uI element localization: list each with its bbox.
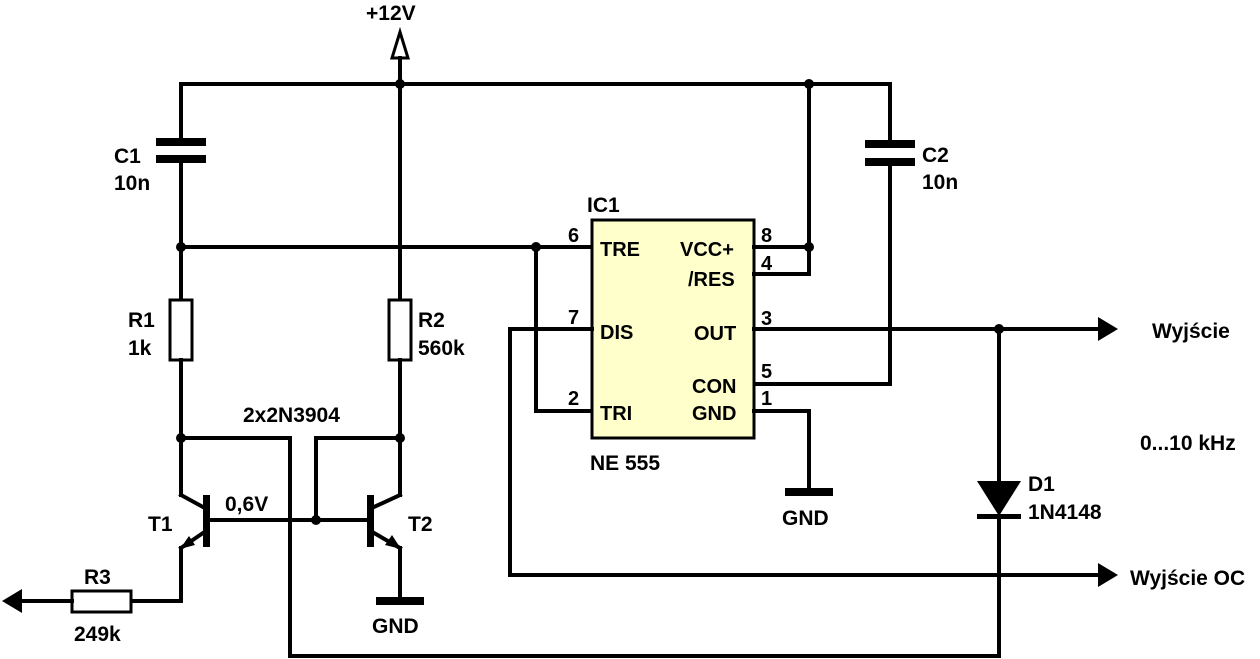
pin-res-num: 4 <box>761 253 773 275</box>
c1-value: 10n <box>114 172 150 195</box>
t1-ref: T1 <box>148 513 173 536</box>
c2-ref: C2 <box>922 144 949 167</box>
output-label: Wyjście <box>1152 320 1230 343</box>
resistor-r1 <box>168 298 194 497</box>
junction-dot <box>804 242 814 252</box>
oc-output-wiring <box>508 327 1118 587</box>
output-arrow-icon <box>1098 317 1118 341</box>
emitter-arrow-icon <box>385 535 401 549</box>
d1-ref: D1 <box>1028 473 1055 496</box>
junction-dot <box>176 242 186 252</box>
pin-tri-name: TRI <box>600 403 632 425</box>
supply-wiring <box>179 26 892 302</box>
ic-ne555 <box>590 218 756 440</box>
r1-value: 1k <box>128 337 152 360</box>
pin-vcc-name: VCC+ <box>680 239 734 261</box>
ic-ref: IC1 <box>587 194 620 217</box>
transistor-pair-wiring <box>176 433 1001 658</box>
ic-body <box>590 218 756 440</box>
supply-arrow-icon <box>389 26 411 60</box>
pin-con-name: CON <box>692 376 736 398</box>
resistor-r3 <box>2 589 133 614</box>
junction-dot <box>176 433 186 443</box>
c1-ref: C1 <box>114 145 141 168</box>
capacitor-c2 <box>752 140 915 386</box>
pin-tre-name: TRE <box>600 239 640 261</box>
pin-tri-num: 2 <box>568 388 579 410</box>
trigger-wiring <box>176 242 594 413</box>
c2-value: 10n <box>922 171 958 194</box>
r2-value: 560k <box>418 337 465 360</box>
freq-range-label: 0...10 kHz <box>1140 432 1236 455</box>
junction-dot <box>531 242 541 252</box>
pin-out-name: OUT <box>694 323 736 345</box>
pin-out-num: 3 <box>761 308 772 330</box>
output-oc-label: Wyjście OC <box>1130 567 1245 590</box>
transistor-t1 <box>132 492 210 603</box>
pin-gnd-num: 1 <box>761 388 772 410</box>
t2-gnd-label: GND <box>372 615 419 638</box>
pin-dis-num: 7 <box>568 307 579 329</box>
pin-tre-num: 6 <box>568 225 579 247</box>
ic-part: NE 555 <box>590 452 660 475</box>
r1-ref: R1 <box>128 309 155 332</box>
pin-con-num: 5 <box>761 361 772 383</box>
resistor-r2 <box>387 298 413 497</box>
pin-vcc-num: 8 <box>761 225 772 247</box>
ground-symbol <box>785 488 833 496</box>
pin-gnd-name: GND <box>692 403 736 425</box>
transistors-value: 2x2N3904 <box>243 404 340 427</box>
r3-ref: R3 <box>84 566 111 589</box>
junction-dot <box>395 79 405 89</box>
r3-value: 249k <box>74 623 121 646</box>
transistor-t2 <box>367 492 424 605</box>
ic-ground <box>752 409 833 496</box>
junction-dot <box>804 79 814 89</box>
supply-label: +12V <box>366 2 416 25</box>
pin-dis-name: DIS <box>600 322 633 344</box>
junction-dot <box>311 515 321 525</box>
t2-ref: T2 <box>408 513 433 536</box>
input-arrow-icon <box>2 589 22 613</box>
output-wiring <box>752 317 1118 658</box>
pin-res-name: /RES <box>688 269 735 291</box>
ic-gnd-label: GND <box>782 507 829 530</box>
emitter-arrow-icon <box>180 536 195 549</box>
base-voltage-label: 0,6V <box>225 493 268 516</box>
r2-ref: R2 <box>418 309 445 332</box>
junction-dot <box>395 433 405 443</box>
d1-value: 1N4148 <box>1028 501 1102 524</box>
ground-symbol <box>376 597 424 605</box>
vcc-reset-wiring <box>752 242 814 276</box>
output-oc-arrow-icon <box>1098 563 1118 587</box>
diode-d1-icon <box>977 481 1021 516</box>
capacitor-c1 <box>156 82 206 302</box>
